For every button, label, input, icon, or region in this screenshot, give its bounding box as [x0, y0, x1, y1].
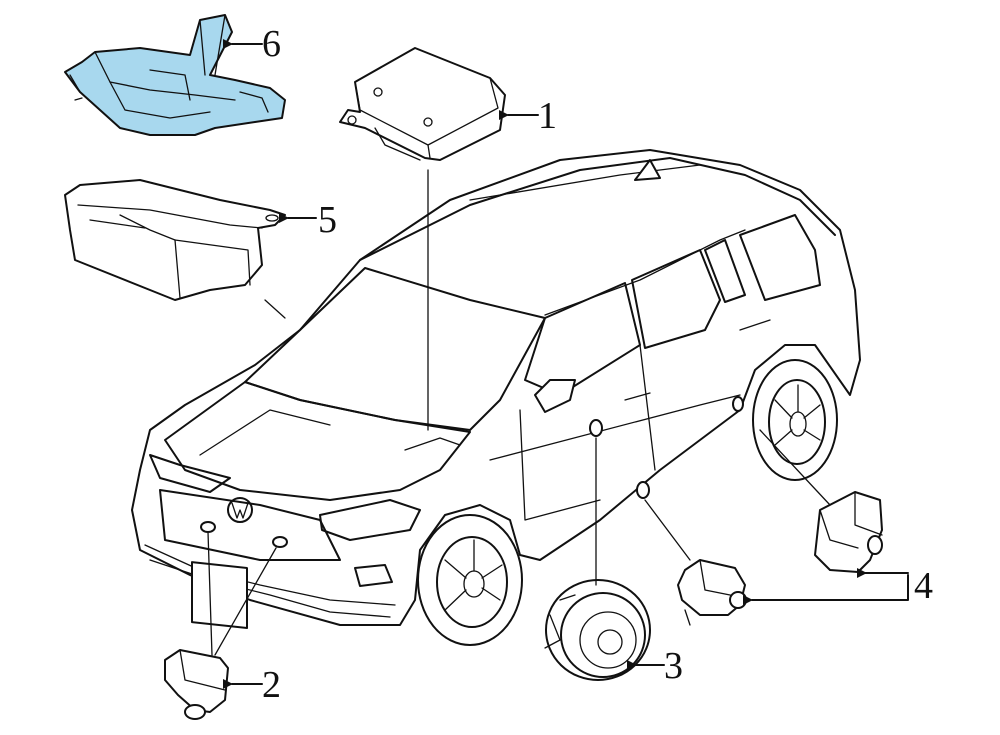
callout-2: 2 — [262, 664, 281, 706]
callout-6: 6 — [262, 23, 281, 65]
part-5-camera-module — [64, 179, 286, 301]
part-4-sensor-b — [814, 491, 883, 573]
callout-5: 5 — [318, 199, 337, 241]
part-6-bracket — [64, 14, 286, 136]
part-6-fill — [64, 14, 286, 136]
leader-lines — [207, 169, 831, 656]
callout-4: 4 — [914, 565, 933, 607]
part-3-horn — [544, 579, 651, 681]
vehicle-outline — [131, 149, 861, 646]
callout-1: 1 — [538, 95, 557, 137]
callout-arrows — [223, 39, 909, 689]
part-4-sensor-a — [677, 559, 747, 626]
callout-3: 3 — [664, 645, 683, 687]
part-2-sensor — [164, 649, 229, 720]
part-1-control-module — [339, 47, 506, 161]
callout-labels: 6 1 5 2 3 4 — [262, 23, 933, 706]
